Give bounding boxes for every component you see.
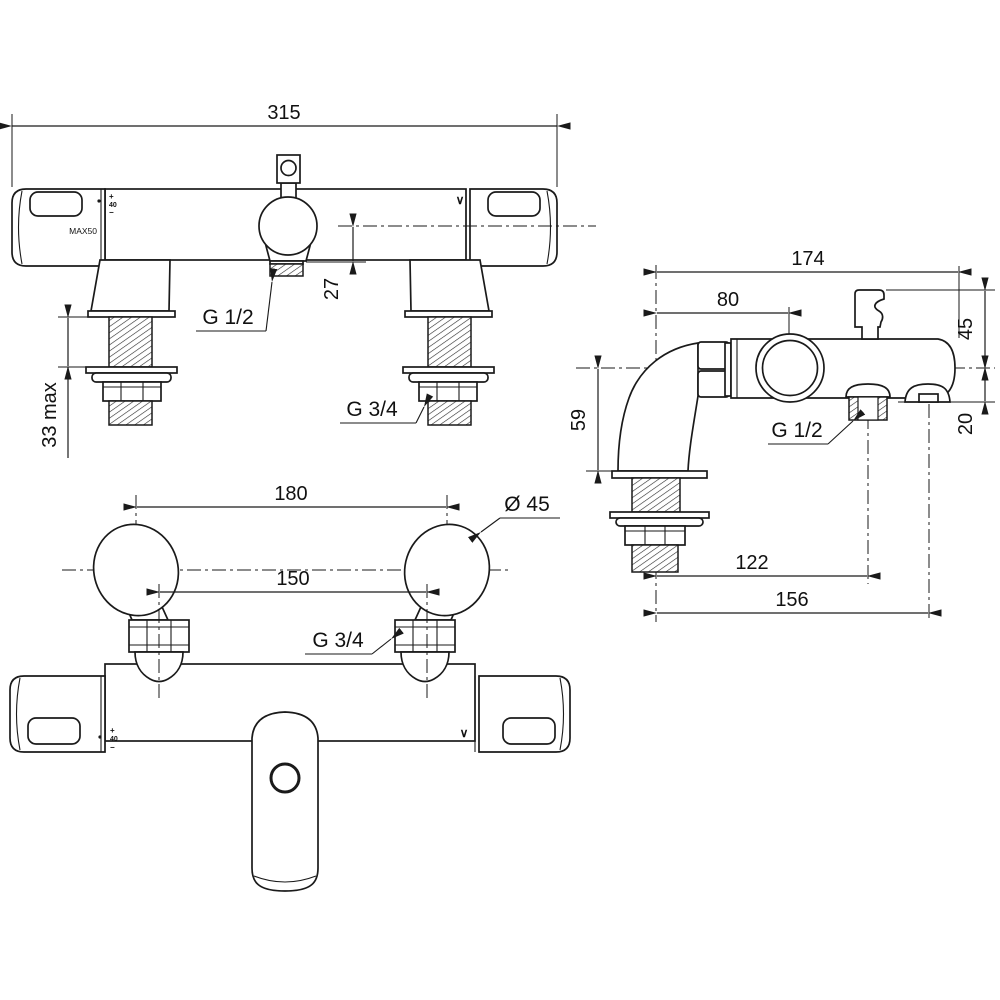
handle-right-contour xyxy=(559,677,565,751)
dim-59-label: 59 xyxy=(568,409,590,431)
dim-180-label: 180 xyxy=(274,483,307,505)
temp-plus-mark: + xyxy=(109,192,114,201)
flow-chevron-mark: ∨ xyxy=(460,726,469,740)
shower-bracket-side xyxy=(854,289,885,340)
leg-left-hexnut xyxy=(102,381,162,402)
temp-40-mark: 40 xyxy=(109,202,117,209)
leg-flange-side xyxy=(609,511,710,519)
index-dot xyxy=(98,735,102,739)
bracket-hole xyxy=(280,159,297,177)
dim-122-label: 122 xyxy=(735,552,768,574)
diverter-knob xyxy=(258,196,318,256)
dim-315-label: 315 xyxy=(267,102,300,124)
diverter-knob-inner xyxy=(761,339,819,397)
g34-front-label: G 3/4 xyxy=(346,398,398,421)
dim-150-label: 150 xyxy=(276,568,309,590)
dim-33max-label: 33 max xyxy=(39,382,61,448)
inlet-bell-right xyxy=(400,651,450,683)
dim-80-label: 80 xyxy=(717,289,739,311)
side-view: 174 80 G 1/2 xyxy=(568,248,995,622)
leg-left-flange2 xyxy=(91,372,172,383)
handle-right-indent xyxy=(487,191,541,217)
handle-left-contour xyxy=(17,190,23,265)
handle-left-contour xyxy=(15,677,21,751)
leader-arrow xyxy=(371,627,404,655)
shower-outlet-thread xyxy=(269,263,304,277)
handle-right-indent xyxy=(502,717,556,745)
bracket-stem xyxy=(280,182,297,199)
leg-left-g34-thread xyxy=(108,400,153,426)
leg-right-flange2 xyxy=(408,372,489,383)
g12-side-label: G 1/2 xyxy=(771,419,822,442)
outlet-bore xyxy=(857,396,879,421)
escutcheon-right xyxy=(403,523,491,617)
temp-40-mark: 40 xyxy=(110,736,118,743)
leader-arrow xyxy=(827,409,866,445)
spout-plan xyxy=(251,711,319,892)
flow-chevron-mark: ∨ xyxy=(456,193,465,207)
leg-hexnut-side xyxy=(624,525,686,546)
front-view: 315 MAX50 + 40 − ∨ 27 xyxy=(0,102,596,458)
leader-arrow xyxy=(265,268,278,332)
dim-27-label: 27 xyxy=(321,278,343,300)
handle-left-indent xyxy=(27,717,81,745)
spout-end-contour xyxy=(253,875,317,883)
union-nut-right xyxy=(394,619,456,653)
leg-right-flange xyxy=(402,366,495,374)
diverter-hole xyxy=(269,762,301,794)
dim-156-label: 156 xyxy=(775,589,808,611)
leg-g34-thread-side xyxy=(631,544,679,573)
leg-right-hexnut xyxy=(418,381,478,402)
g34-plan-label: G 3/4 xyxy=(312,629,364,652)
leg-left-shank-thread xyxy=(108,316,153,368)
leg-left-base xyxy=(87,310,176,318)
outlet-bell xyxy=(845,383,891,398)
leg-left xyxy=(89,259,171,312)
dim-20-label: 20 xyxy=(955,413,977,435)
dim-174-label: 174 xyxy=(791,248,824,270)
handle-right-contour xyxy=(546,190,552,265)
spout-notch xyxy=(918,393,939,403)
union-washer xyxy=(724,342,732,397)
g12-front-label: G 1/2 xyxy=(202,306,253,329)
leader-arrow xyxy=(467,517,501,543)
handle-left-indent xyxy=(29,191,83,217)
leg-base-side xyxy=(611,470,708,479)
diverter-knob-side xyxy=(755,333,825,403)
leader-arrow xyxy=(415,393,434,424)
leg-shank-thread-side xyxy=(631,477,681,513)
dim-45-label: 45 xyxy=(955,318,977,340)
temp-plus-mark: + xyxy=(110,726,115,735)
elbow-leg xyxy=(617,342,699,472)
leg-right xyxy=(409,259,491,312)
leg-right-shank-thread xyxy=(427,316,472,368)
leg-flange2-side xyxy=(615,517,704,527)
escutcheon-left xyxy=(92,523,180,617)
max50-label: MAX50 xyxy=(69,226,97,236)
index-dot xyxy=(97,199,101,203)
temp-minus-mark: − xyxy=(109,208,114,217)
dia45-label: Ø 45 xyxy=(504,493,550,516)
leg-right-base xyxy=(404,310,493,318)
leg-left-flange xyxy=(85,366,178,374)
leg-right-g34-thread xyxy=(427,400,472,426)
plan-view: 180 150 Ø 45 G 3/4 xyxy=(9,483,571,892)
temp-minus-mark: − xyxy=(110,743,115,752)
